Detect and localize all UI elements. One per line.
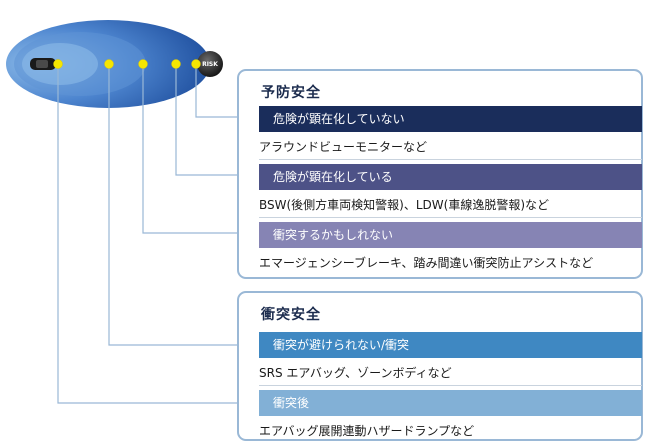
stage-example-3: エマージェンシーブレーキ、踏み間違い衝突防止アシストなど <box>259 256 594 270</box>
stage-dot-2 <box>171 59 181 69</box>
risk-ball-icon: RISK <box>197 51 223 77</box>
stage-dot-3 <box>138 59 148 69</box>
collision-safety-card: 衝突安全 衝突が避けられない/衝突 SRS エアバッグ、ゾーンボディなど 衝突後… <box>237 291 643 441</box>
stage-example-1: アラウンドビューモニターなど <box>259 140 428 154</box>
divider <box>259 159 642 160</box>
divider <box>259 385 642 386</box>
stage-example-5: エアバッグ展開連動ハザードランプなど <box>259 424 475 438</box>
stage-band-2: 危険が顕在化している <box>259 164 642 190</box>
divider <box>259 217 642 218</box>
stage-dot-1 <box>191 59 201 69</box>
stage-dot-5 <box>53 59 63 69</box>
risk-label: RISK <box>202 61 218 68</box>
connector-line-2 <box>175 64 258 176</box>
connector-line-3 <box>142 64 258 234</box>
connector-line-4 <box>108 64 258 346</box>
car-icon <box>30 58 56 70</box>
stage-dot-4 <box>104 59 114 69</box>
stage-band-4: 衝突が避けられない/衝突 <box>259 332 642 358</box>
collision-safety-title: 衝突安全 <box>261 307 321 323</box>
preventive-safety-title: 予防安全 <box>261 85 321 101</box>
stage-example-4: SRS エアバッグ、ゾーンボディなど <box>259 366 452 380</box>
stage-example-2: BSW(後側方車両検知警報)、LDW(車線逸脱警報)など <box>259 198 550 212</box>
stage-band-1: 危険が顕在化していない <box>259 106 642 132</box>
preventive-safety-card: 予防安全 危険が顕在化していない アラウンドビューモニターなど 危険が顕在化して… <box>237 69 643 279</box>
stage-band-5: 衝突後 <box>259 390 642 416</box>
connector-line-5 <box>57 64 258 404</box>
stage-band-3: 衝突するかもしれない <box>259 222 642 248</box>
